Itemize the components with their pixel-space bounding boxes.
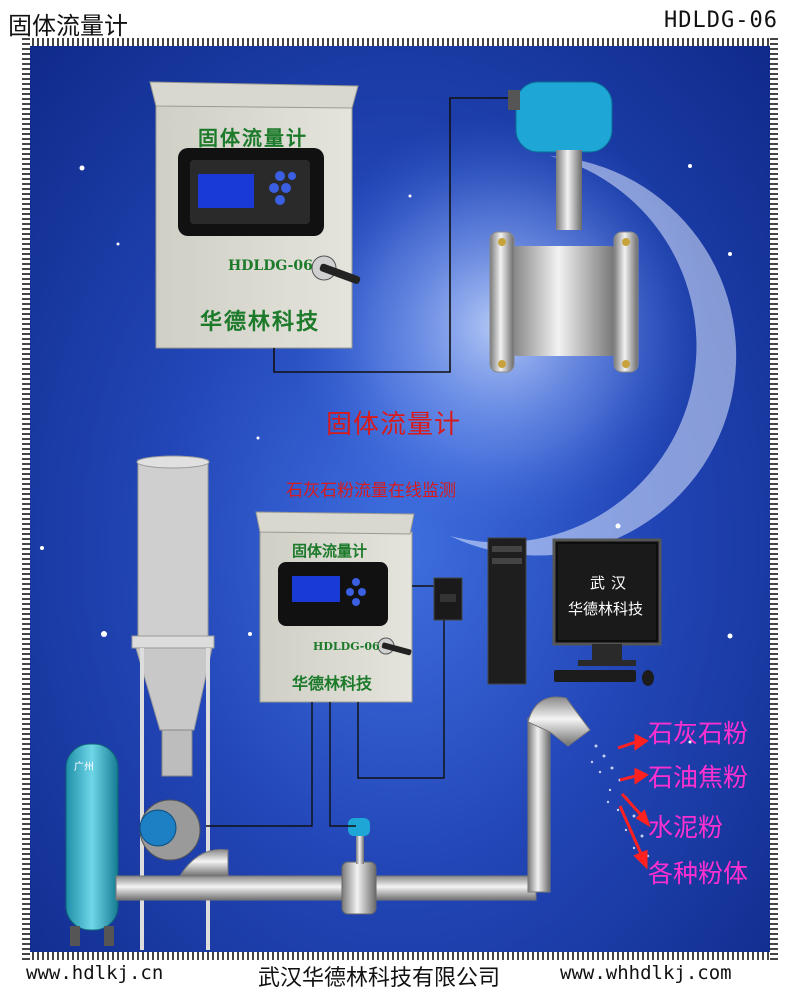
silo-tower xyxy=(137,459,209,649)
powder-spray xyxy=(590,744,650,858)
page-title: 固体流量计 xyxy=(8,12,128,40)
section-subtitle: 石灰石粉流量在线监测 xyxy=(286,481,456,501)
crescent-moon xyxy=(450,156,737,556)
material-item: 石油焦粉 xyxy=(648,763,749,792)
dotted-border-left xyxy=(22,38,30,960)
flowmeter-head xyxy=(515,81,613,153)
pipe-outlet-bend xyxy=(527,696,591,747)
product-illustration: 固体流量计 HDLDG-06 华德林科技 固体流量计 石灰石粉流量在线监测 固体… xyxy=(30,46,770,952)
mouse xyxy=(642,670,654,686)
monitor-text-line2: 华德林科技 xyxy=(568,600,644,618)
air-tank xyxy=(65,743,119,931)
cabinet-bottom-title: 固体流量计 xyxy=(292,542,368,560)
material-item: 各种粉体 xyxy=(648,859,749,888)
material-item: 石灰石粉 xyxy=(648,719,749,748)
riser-pipe xyxy=(527,717,551,893)
cabinet-top-title: 固体流量计 xyxy=(198,126,308,150)
dotted-border-right xyxy=(770,38,778,960)
cabinet-bottom-roof xyxy=(255,511,415,535)
inline-flowmeter-head xyxy=(348,818,370,836)
cabinet-top-brand: 华德林科技 xyxy=(200,309,321,335)
cabinet-top-roof xyxy=(149,81,359,109)
signal-wires xyxy=(206,585,445,827)
model-code: HDLDG-06 xyxy=(664,8,778,33)
footer-company: 武汉华德林科技有限公司 xyxy=(258,966,501,991)
cabinet-bottom-model: HDLDG-06 xyxy=(313,640,380,653)
flowmeter-body xyxy=(508,246,620,356)
keyboard xyxy=(554,670,636,682)
cabinet-top-keypad xyxy=(269,171,296,205)
silo-hopper xyxy=(135,647,213,731)
dotted-border-bottom xyxy=(22,952,778,960)
material-item: 水泥粉 xyxy=(648,813,724,842)
footer-url-left[interactable]: www.hdlkj.cn xyxy=(26,962,164,984)
tank-label: 广州 xyxy=(74,762,94,773)
footer-url-right[interactable]: www.whhdlkj.com xyxy=(560,962,732,984)
cabinet-top-lcd xyxy=(198,174,254,208)
cabinet-bottom-lcd xyxy=(292,576,340,602)
cabinet-bottom-brand: 华德林科技 xyxy=(292,674,373,693)
converter-box xyxy=(433,577,463,621)
dotted-border-top xyxy=(22,38,778,46)
material-arrows xyxy=(617,733,651,870)
section-title: 固体流量计 xyxy=(326,410,462,440)
stars xyxy=(40,164,733,744)
monitor-text-line1: 武汉 xyxy=(590,574,633,592)
illustration-graphics xyxy=(40,81,737,950)
cabinet-top-model: HDLDG-06 xyxy=(228,258,313,274)
main-pipe xyxy=(115,875,537,901)
